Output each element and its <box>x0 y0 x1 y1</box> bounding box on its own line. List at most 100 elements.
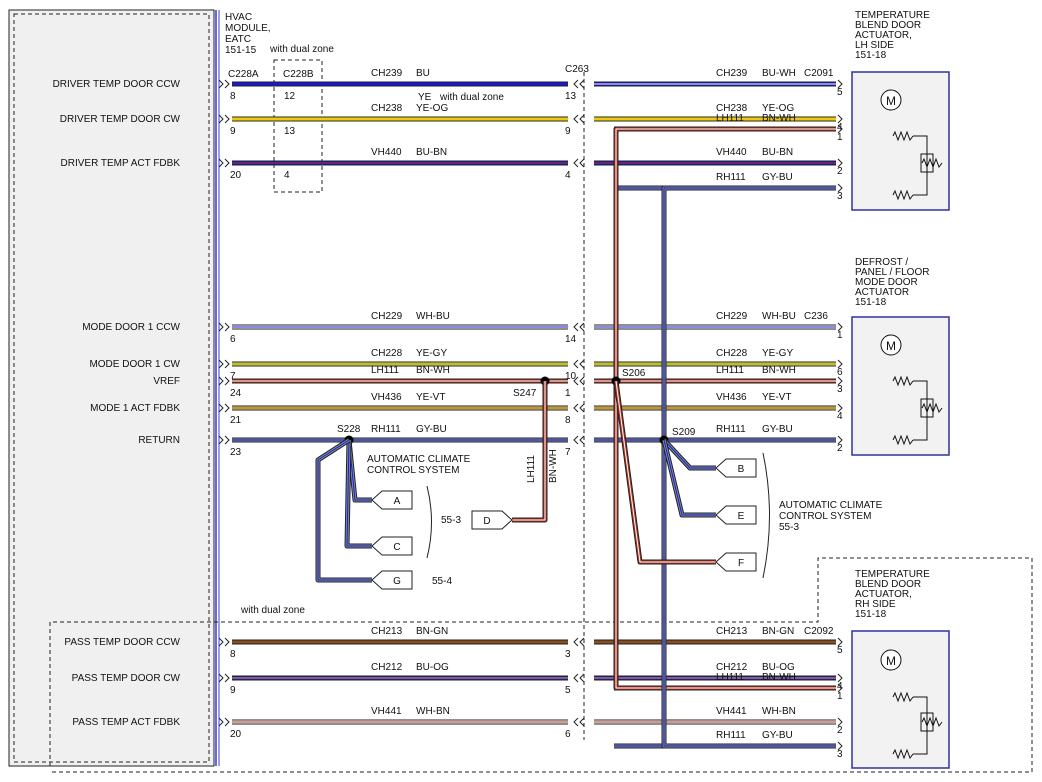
module-pin-label: PASS TEMP DOOR CW <box>72 673 181 684</box>
actuator-pin-connector <box>837 79 843 89</box>
feed-color-code-label: BN-WH <box>762 113 796 124</box>
circuit-label: VH436 <box>371 392 402 403</box>
wire-stripe-color <box>232 162 568 164</box>
pin-a: 20 <box>230 170 242 181</box>
wire-stripe-color <box>232 721 568 723</box>
wire-right <box>594 324 836 330</box>
pin-b: 12 <box>284 91 296 102</box>
module-pin-connector-b <box>224 376 230 386</box>
actuator-pin: 4 <box>837 411 843 422</box>
pin-a: 9 <box>230 126 236 137</box>
actuator-pin-connector <box>837 673 843 683</box>
reference-tag-letter: B <box>738 464 745 475</box>
module-pin-connector-a <box>218 79 224 89</box>
module-pin-connector-a <box>218 435 224 445</box>
wire-stripe-color <box>663 439 716 469</box>
c263-pin-connector-a <box>573 376 579 386</box>
s228-branch-c <box>344 439 372 549</box>
reference-tag-shape <box>371 570 413 590</box>
s247-branch <box>512 381 548 523</box>
wire-stripe-color <box>594 641 836 643</box>
wire-left <box>232 675 568 681</box>
right-circuit-label: CH213 <box>716 626 748 637</box>
feed-pin-connector <box>837 183 843 193</box>
ref-tag-b: B <box>715 458 757 478</box>
wire-right <box>594 719 836 725</box>
wire-stripe-color <box>594 118 836 120</box>
right-color-code-label: YE-VT <box>762 392 791 403</box>
rh111-bus-lower <box>661 440 836 749</box>
ref-page-55-3: 55-3 <box>441 515 461 526</box>
reference-tag-letter: E <box>738 511 745 522</box>
circuit-label: CH238 <box>371 103 403 114</box>
right-color-code-label: BU-WH <box>762 68 796 79</box>
c263-pin-connector-a <box>573 359 579 369</box>
wire-left <box>232 405 568 411</box>
wire-stripe-color <box>663 440 836 747</box>
c263-pin-connector-a <box>573 114 579 124</box>
right-circuit-label: CH228 <box>716 348 748 359</box>
feed-pin: 3 <box>837 191 843 202</box>
right-circuit-label: VH441 <box>716 706 747 717</box>
module-title-line: HVAC <box>225 12 252 23</box>
wire-right <box>594 378 836 384</box>
wire-base-color <box>316 438 372 582</box>
module-pin-connector-b <box>224 158 230 168</box>
reference-tag-shape <box>471 510 513 530</box>
module-pin-connector-a <box>218 322 224 332</box>
right-circuit-label: CH238 <box>716 103 748 114</box>
module-pin-label: DRIVER TEMP DOOR CW <box>60 114 181 125</box>
color-code-label: YE-GY <box>416 348 447 359</box>
wire-left <box>232 639 568 645</box>
reference-tag-shape <box>715 552 757 572</box>
wire-stripe-color <box>594 677 836 679</box>
right-circuit-label: CH239 <box>716 68 748 79</box>
wire-stripe-color <box>663 187 836 440</box>
c263-pin-connector-b <box>579 376 585 386</box>
right-color-code-label: GY-BU <box>762 424 793 435</box>
wire-outline <box>613 126 836 381</box>
circuit-label: RH111 <box>371 424 401 435</box>
right-circuit-label: CH229 <box>716 311 748 322</box>
actuator-pin: 6 <box>837 367 843 378</box>
connector-label-c228b: C228B <box>283 69 314 80</box>
pass-dual-zone-note: with dual zone <box>240 605 305 616</box>
actuator-title-line: ACTUATOR, <box>855 30 912 41</box>
reference-tag-shape <box>371 490 413 510</box>
module-pin-connector-a <box>218 637 224 647</box>
ref-bracket-55-3 <box>426 485 432 559</box>
circuit-label: VH441 <box>371 706 402 717</box>
color-code-label: YE-VT <box>416 392 445 403</box>
module-pin-label: VREF <box>153 376 180 387</box>
actuator-pin: 2 <box>837 725 843 736</box>
module-pin-label: MODE DOOR 1 CCW <box>82 322 180 333</box>
actuator-pin-connector <box>837 403 843 413</box>
motor-icon <box>880 334 902 356</box>
right-circuit-label: VH440 <box>716 147 747 158</box>
module-pin-connector-b <box>224 322 230 332</box>
right-color-code-label: BU-OG <box>762 662 795 673</box>
pass-dual-zone-region <box>49 557 1033 773</box>
actuator-pin: 3 <box>837 384 843 395</box>
wire-right <box>594 361 836 367</box>
motor-icon <box>880 89 902 111</box>
right-circuit-label: CH212 <box>716 662 748 673</box>
pin-c263: 13 <box>565 91 577 102</box>
c263-pin-connector-b <box>579 359 585 369</box>
acc-system-label-right-2: CONTROL SYSTEM <box>779 511 871 522</box>
module-title-line: EATC <box>225 34 251 45</box>
pin-c263: 5 <box>565 685 571 696</box>
color-code-label: WH-BN <box>416 706 450 717</box>
circuit-label: CH213 <box>371 626 403 637</box>
resistor-icon <box>892 375 914 387</box>
s209-branch-e <box>661 439 716 518</box>
right-color-code-label: YE-GY <box>762 348 793 359</box>
rh111-bus-upper <box>661 185 836 440</box>
circuit-label: CH212 <box>371 662 403 673</box>
module-pin-label: DRIVER TEMP ACT FDBK <box>61 158 181 169</box>
color-code-label: WH-BU <box>416 311 450 322</box>
wire-stripe-color <box>232 677 568 679</box>
feed-pin: 1 <box>837 691 843 702</box>
resistor-icon <box>892 434 914 446</box>
ref-tag-d: D <box>471 510 513 530</box>
